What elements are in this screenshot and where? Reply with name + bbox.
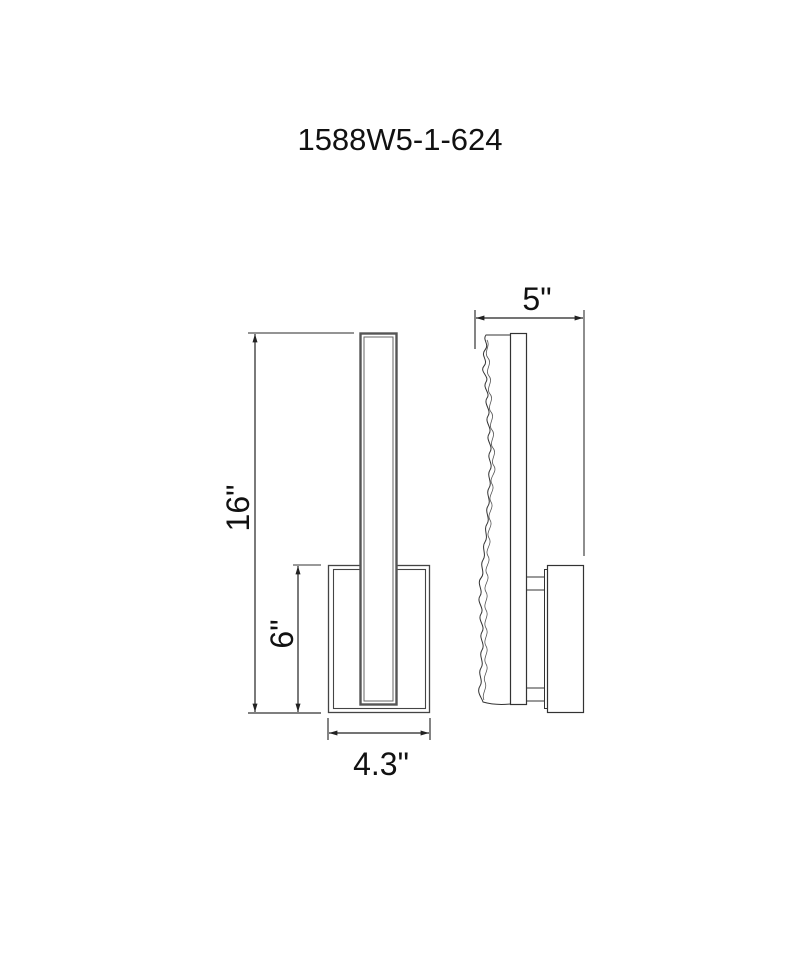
- light-bar-inner: [363, 336, 394, 702]
- label-canopy-height: 6": [264, 619, 300, 648]
- side-view: 5": [474, 281, 585, 714]
- model-number-title: 1588W5-1-624: [297, 122, 503, 157]
- label-depth: 5": [522, 281, 551, 317]
- label-overall-height: 16": [220, 485, 256, 532]
- crystal-edge-outline: [478, 334, 511, 705]
- light-bar-side: [509, 332, 528, 706]
- canopy-side: [546, 564, 585, 714]
- front-view: 16" 6" 4.3": [220, 332, 431, 782]
- light-bar-outer: [359, 332, 398, 706]
- label-canopy-width: 4.3": [353, 746, 409, 782]
- crystal-edge-inner: [482, 339, 496, 701]
